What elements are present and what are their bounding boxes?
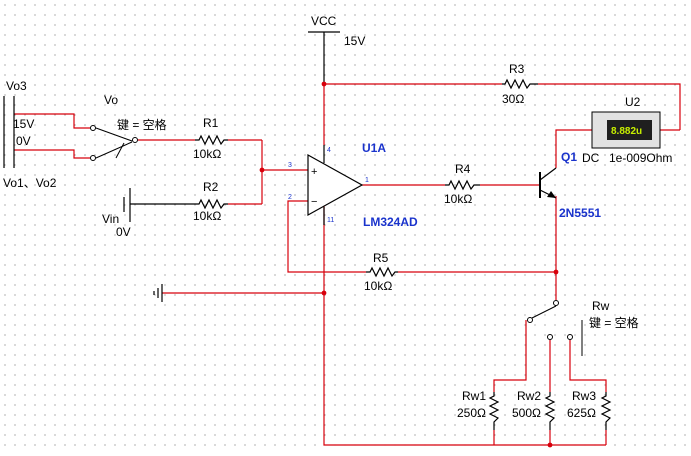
opamp-u1a[interactable]: + − 3 2 1 4 11 U1A LM324AD [288,141,418,229]
switch-vo-key: 键 = 空格 [117,117,167,132]
switch-rw[interactable]: Rw 键 = 空格 [527,299,639,356]
r2-value: 10kΩ [193,209,221,223]
svg-text:+: + [311,166,317,178]
transistor-q1[interactable]: Q1 2N5551 [539,150,601,220]
resistor-r2[interactable]: R2 10kΩ [123,180,228,223]
resistor-rw2[interactable]: Rw2 500Ω [512,389,556,430]
rw-key: 键 = 空格 [589,315,639,330]
meter-name: U2 [625,95,641,109]
rw3-name: Rw3 [572,389,596,403]
vin-name: Vin [102,212,119,226]
rw2-value: 500Ω [512,406,541,420]
resistor-r3[interactable]: R3 30Ω [502,62,538,106]
pin-plus: 3 [288,162,292,169]
r2-name: R2 [203,180,219,194]
vin-value: 0V [116,225,131,239]
opamp-name: U1A [362,141,386,155]
source-vo3[interactable]: Vo3 15V 0V Vo1、Vo2 [3,79,57,190]
resistor-r5[interactable]: R5 10kΩ [364,251,398,293]
meter-mode: DC [582,151,600,165]
vo3-0v: 0V [16,134,31,148]
vcc-value: 15V [344,34,365,48]
pin-vn: 11 [327,217,334,224]
meter-resistance: 1e-009Ohm [609,151,672,165]
switch-vo-name: Vo [104,93,118,107]
resistor-r1[interactable]: R1 10kΩ [193,116,228,161]
rw1-value: 250Ω [457,406,486,420]
vcc-supply[interactable]: VCC 15V [308,14,365,84]
svg-text:−: − [311,196,317,208]
ground-symbol[interactable] [153,284,163,302]
meter-reading: 8.882u [611,126,642,137]
vo12-label: Vo1、Vo2 [3,176,57,190]
resistor-rw1[interactable]: Rw1 250Ω [457,389,500,430]
switch-vo[interactable]: Vo 键 = 空格 [90,93,167,161]
r1-name: R1 [203,116,219,130]
source-vin[interactable]: Vin 0V [102,212,131,239]
pin-out: 1 [365,177,369,184]
resistor-r4[interactable]: R4 10kΩ [444,162,480,206]
pin-minus: 2 [288,194,292,201]
vo3-15v: 15V [13,117,34,131]
rw1-name: Rw1 [462,389,486,403]
wires [14,83,681,446]
q1-part: 2N5551 [559,206,601,220]
resistor-rw3[interactable]: Rw3 625Ω [567,389,612,430]
junction-dots [259,81,559,448]
rw-name: Rw [592,299,610,313]
pin-vp: 4 [327,147,331,154]
rw3-value: 625Ω [567,406,596,420]
r4-value: 10kΩ [444,192,472,206]
multimeter-u2[interactable]: 8.882u U2 DC 1e-009Ohm [582,95,672,165]
vo3-label: Vo3 [6,79,27,93]
vcc-name: VCC [311,14,337,28]
opamp-part: LM324AD [363,215,418,229]
q1-name: Q1 [561,150,577,164]
rw2-name: Rw2 [517,389,541,403]
r3-name: R3 [509,62,525,76]
r5-name: R5 [373,251,389,265]
r1-value: 10kΩ [193,147,221,161]
r5-value: 10kΩ [364,279,392,293]
r3-value: 30Ω [502,92,524,106]
r4-name: R4 [455,162,471,176]
